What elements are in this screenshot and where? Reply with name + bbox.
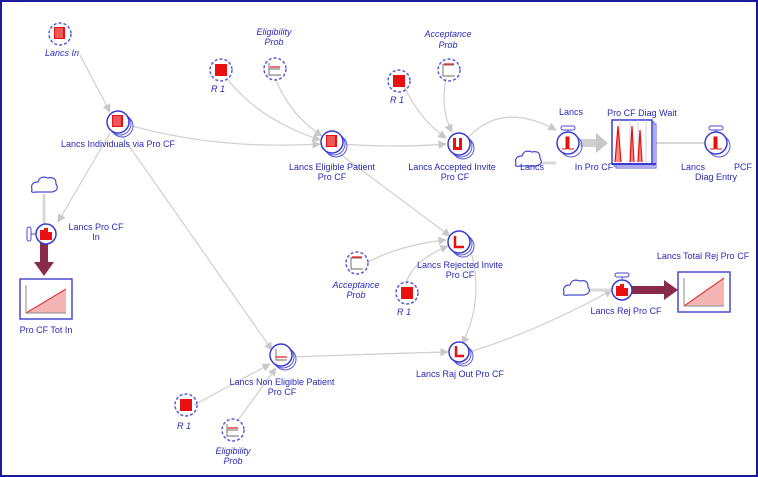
connector-acc-rejected xyxy=(367,236,447,263)
cloud-source-lancs xyxy=(514,150,542,167)
valve-lancs-pro-cf-in[interactable] xyxy=(26,223,57,245)
connector-accepted-inprocf xyxy=(465,116,557,141)
converter-r1-c[interactable] xyxy=(395,281,419,305)
label-r1-a: R 1 xyxy=(210,84,226,94)
connector-r1c-rejected xyxy=(405,245,449,286)
aux-lancs-non-eligible[interactable] xyxy=(269,343,297,371)
connector-individuals-eligible xyxy=(131,125,321,149)
label-cloud-lancs: Lancs xyxy=(519,162,545,172)
converter-r1-a[interactable] xyxy=(209,58,233,82)
aux-lancs-accepted[interactable] xyxy=(447,132,475,160)
connectors xyxy=(42,54,706,421)
conveyor-pro-cf-diag-wait[interactable] xyxy=(611,119,657,169)
connector-elig-noneligible xyxy=(237,367,277,421)
flow-pipes xyxy=(34,133,678,300)
connector-noneligible-rajout xyxy=(291,347,449,358)
label-acceptance-prob-b-1: Acceptance xyxy=(332,280,380,290)
label-lancs-in-pro-cf-bottom: In Pro CF xyxy=(574,162,614,172)
connector-eligible-rejected xyxy=(339,153,451,237)
label-eligibility-prob-a-2: Prob xyxy=(264,37,284,47)
connector-eligible-accepted xyxy=(339,140,447,149)
label-diag-entry-left: Lancs xyxy=(680,162,706,172)
label-lancs-non-eligible-2: Pro CF xyxy=(267,387,297,397)
valve-lancs-in-pro-cf[interactable] xyxy=(556,125,583,158)
connector-lancsin-individuals xyxy=(79,54,111,113)
converter-lancs-in[interactable] xyxy=(48,22,72,46)
label-pro-cf-tot-in: Pro CF Tot In xyxy=(19,325,73,335)
aux-lancs-rejected[interactable] xyxy=(447,230,475,258)
connector-r1d-noneligible xyxy=(193,363,271,406)
flow-arrow-diag xyxy=(596,133,608,153)
converter-eligibility-prob-b[interactable] xyxy=(221,418,245,442)
label-lancs-in-pro-cf-top: Lancs xyxy=(558,107,584,117)
flow-arrow-rej xyxy=(664,280,678,300)
label-lancs-raj-out: Lancs Raj Out Pro CF xyxy=(415,369,505,379)
converter-r1-d[interactable] xyxy=(174,393,198,417)
converter-acceptance-prob-a[interactable] xyxy=(437,58,461,82)
label-lancs-pro-cf-in-1: Lancs Pro CF xyxy=(68,222,124,232)
connector-r1b-accepted xyxy=(403,85,447,139)
label-lancs-eligible-2: Pro CF xyxy=(317,172,347,182)
cloud-source-rej xyxy=(562,279,590,296)
label-lancs-non-eligible-1: Lancs Non Eligible Patient xyxy=(229,377,335,387)
label-diag-entry-bottom: Diag Entry xyxy=(694,172,738,182)
aux-lancs-eligible[interactable] xyxy=(320,130,348,158)
converter-eligibility-prob-a[interactable] xyxy=(263,57,287,81)
valve-lancs-rej-pro-cf[interactable] xyxy=(611,272,633,301)
label-r1-b: R 1 xyxy=(389,95,405,105)
label-lancs-accepted-1: Lancs Accepted Invite xyxy=(408,162,496,172)
label-lancs-accepted-2: Pro CF xyxy=(440,172,470,182)
label-acceptance-prob-b-2: Prob xyxy=(346,290,366,300)
connector-individuals-noneligible xyxy=(119,132,273,351)
flow-arrow-procfin xyxy=(34,262,54,276)
connector-elig-eligible xyxy=(275,79,323,137)
label-lancs-rejected-1: Lancs Rejected Invite xyxy=(416,260,504,270)
aux-lancs-raj-out[interactable] xyxy=(448,341,474,367)
converter-r1-b[interactable] xyxy=(387,69,411,93)
label-acceptance-prob-a-1: Acceptance xyxy=(424,29,472,39)
converter-acceptance-prob-b[interactable] xyxy=(345,251,369,275)
connector-r1a-eligible xyxy=(227,79,321,142)
label-r1-c: R 1 xyxy=(396,307,412,317)
label-lancs-in: Lancs In xyxy=(44,48,80,58)
connector-acc-accepted xyxy=(443,77,453,133)
label-r1-d: R 1 xyxy=(176,421,192,431)
label-eligibility-prob-b-2: Prob xyxy=(223,456,243,466)
stock-lancs-total-rej[interactable] xyxy=(677,271,731,313)
label-eligibility-prob-a-1: Eligibility xyxy=(256,27,292,37)
label-lancs-total-rej: Lancs Total Rej Pro CF xyxy=(656,251,750,261)
stock-pro-cf-tot-in[interactable] xyxy=(19,278,73,320)
connector-rejected-rajout xyxy=(461,247,477,345)
aux-lancs-individuals[interactable] xyxy=(106,110,134,138)
cloud-source-procf-in xyxy=(30,176,58,193)
connector-individuals-procfin xyxy=(57,132,111,223)
valve-lancs-pcf-diag-entry[interactable] xyxy=(704,125,731,158)
label-lancs-eligible-1: Lancs Eligible Patient xyxy=(288,162,376,172)
label-lancs-pro-cf-in-2: In xyxy=(92,232,100,242)
label-lancs-rej-pro-cf: Lancs Rej Pro CF xyxy=(590,306,662,316)
label-lancs-individuals: Lancs Individuals via Pro CF xyxy=(60,139,176,149)
connector-rajout-rejprocf xyxy=(469,289,613,353)
label-pro-cf-diag-wait: Pro CF Diag Wait xyxy=(607,108,677,118)
label-eligibility-prob-b-1: Eligibility xyxy=(215,446,251,456)
label-diag-entry-right: PCF xyxy=(734,162,752,172)
label-lancs-rejected-2: Pro CF xyxy=(445,270,475,280)
label-acceptance-prob-a-2: Prob xyxy=(438,40,458,50)
